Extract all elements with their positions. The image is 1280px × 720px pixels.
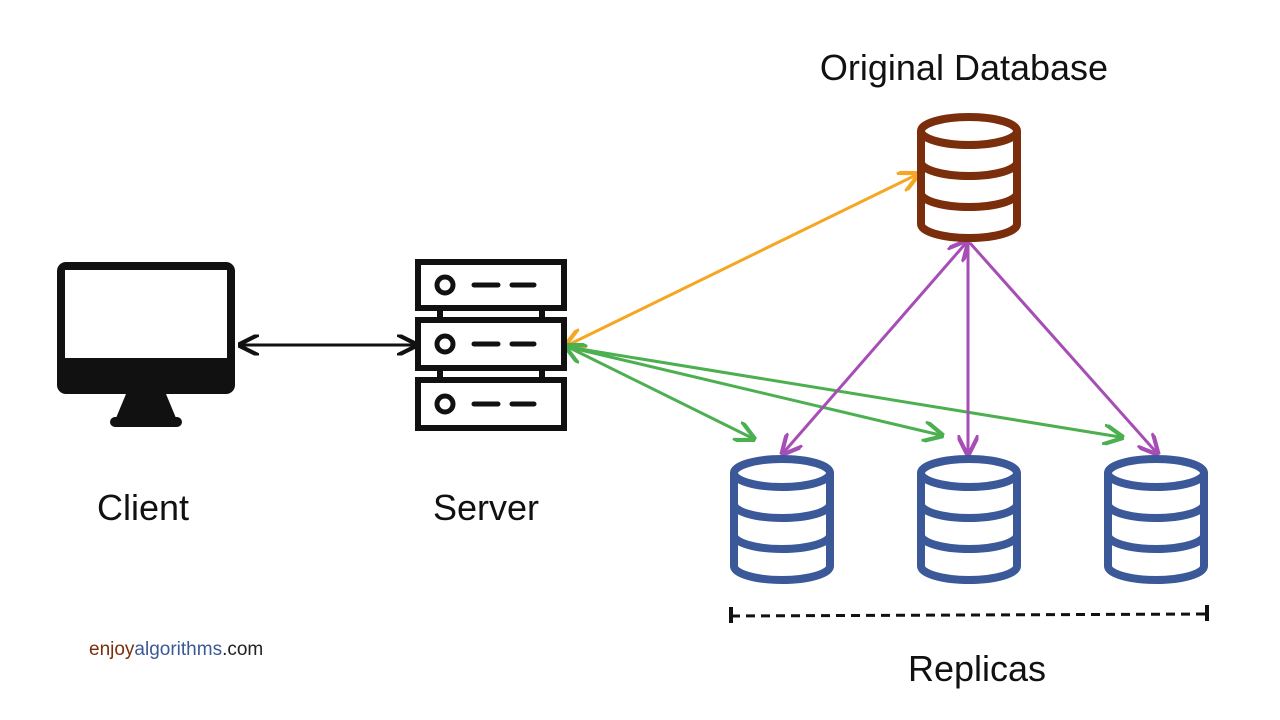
replica-3-database-icon xyxy=(1108,459,1204,580)
server-to-replica-2-arrow xyxy=(567,345,940,435)
original-database-label: Original Database xyxy=(820,47,1108,88)
server-to-original-arrow xyxy=(568,175,916,345)
server-label: Server xyxy=(433,487,539,528)
server-to-replica-3-arrow xyxy=(567,345,1120,437)
brand-part-enjoy: enjoy xyxy=(89,639,135,660)
brand-logo: enjoyalgorithms.com xyxy=(89,639,263,660)
monitor-icon xyxy=(57,262,235,427)
replicas-label: Replicas xyxy=(908,648,1046,689)
original-to-replica-3-arrow xyxy=(968,242,1156,452)
original-database-icon xyxy=(921,117,1017,238)
connectors xyxy=(242,175,1156,452)
server-to-replica-1-arrow xyxy=(568,347,752,438)
original-to-replica-1-arrow xyxy=(784,243,966,452)
server-rack-icon xyxy=(415,259,567,431)
replica-2-database-icon xyxy=(921,459,1017,580)
client-label: Client xyxy=(97,487,189,528)
brand-part-algorithms: algorithms xyxy=(134,639,222,660)
replica-1-database-icon xyxy=(734,459,830,580)
replicas-bracket xyxy=(729,605,1209,623)
brand-part-domain: .com xyxy=(222,639,263,660)
